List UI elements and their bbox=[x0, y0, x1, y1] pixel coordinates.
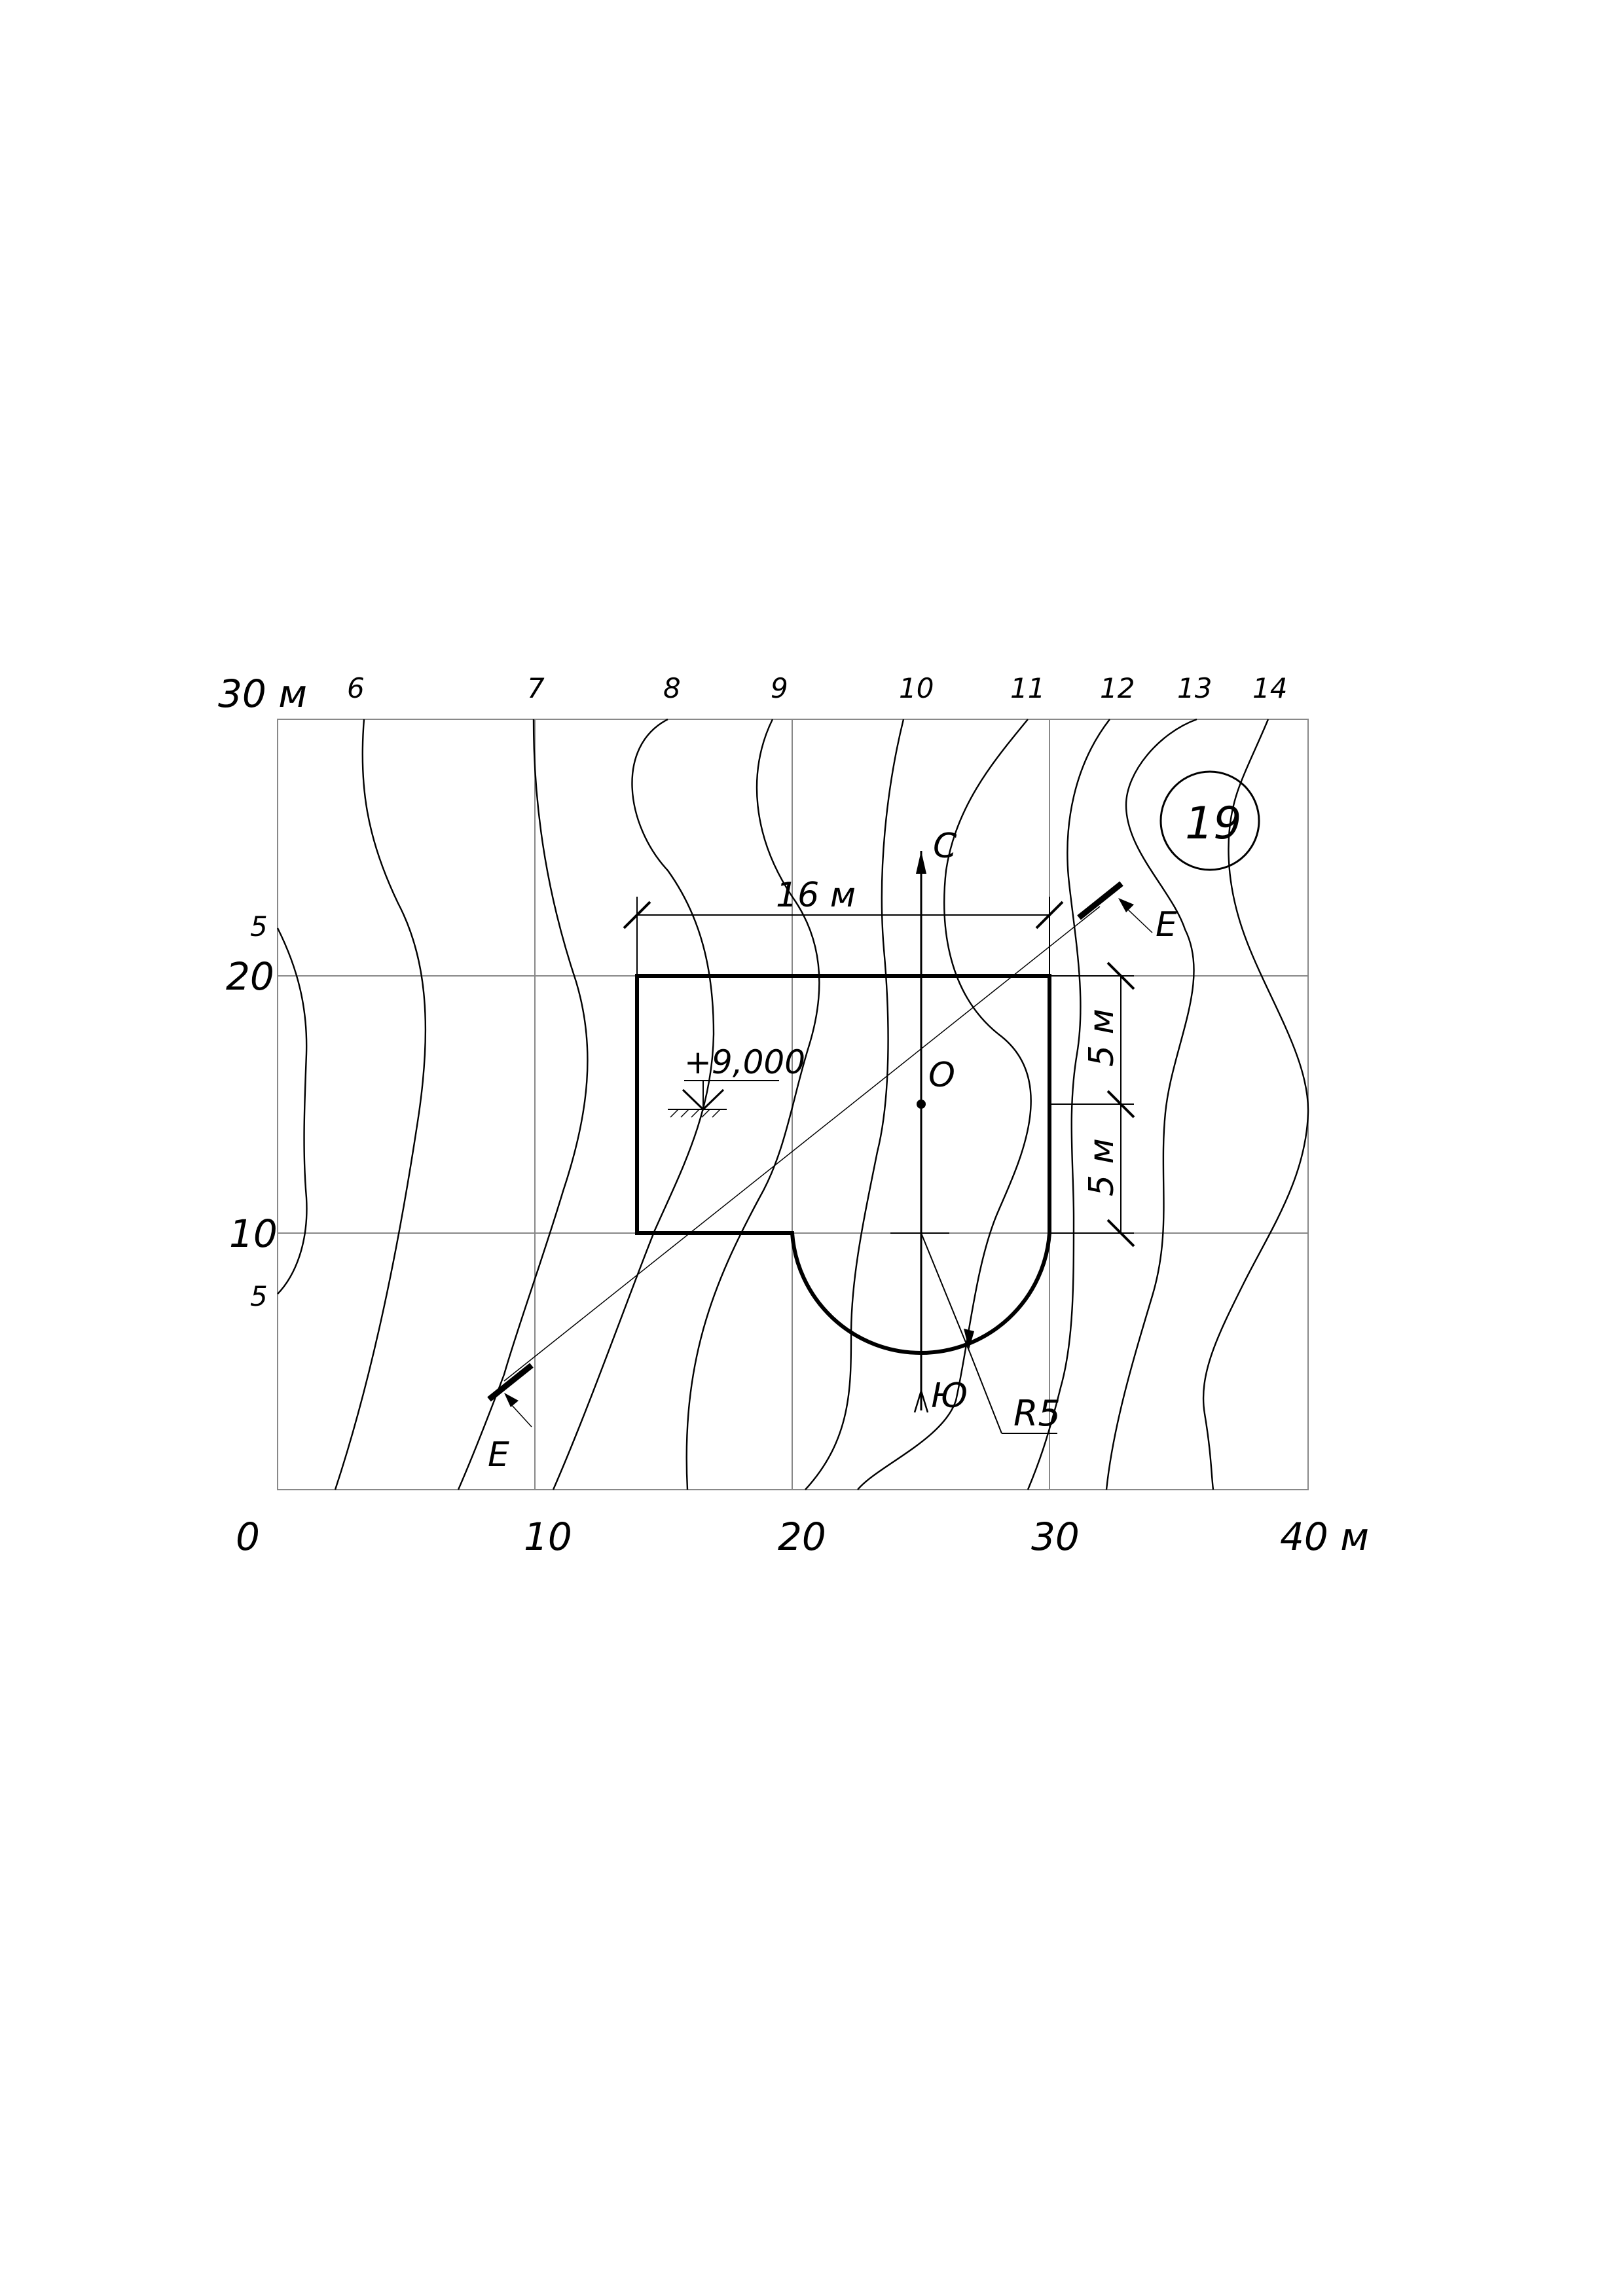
contour-label-6: 6 bbox=[347, 672, 365, 704]
variant-circle bbox=[1159, 770, 1260, 871]
x-tick-label-20: 20 bbox=[778, 1515, 826, 1559]
center-point bbox=[917, 1100, 926, 1109]
north-south-axis bbox=[913, 851, 929, 1413]
y-tick-label-10: 10 bbox=[229, 1211, 278, 1256]
section-thin-line bbox=[503, 906, 1101, 1382]
section-arrow-start-head bbox=[504, 1393, 519, 1407]
contour-line-14 bbox=[1202, 719, 1309, 1490]
contour-lines bbox=[276, 718, 1309, 1490]
dimension-width-label: 16 м bbox=[776, 876, 856, 915]
section-mark-start bbox=[487, 1363, 534, 1402]
contour-label-10: 10 bbox=[899, 672, 934, 704]
section-arrow-end-shaft bbox=[1125, 907, 1153, 933]
dim-vert-tick-bottom bbox=[1106, 1219, 1135, 1247]
contour-line-8 bbox=[552, 718, 715, 1490]
contour-line-10 bbox=[805, 719, 905, 1490]
dimension-upper-label: 5 м bbox=[1082, 1009, 1122, 1067]
center-label: O bbox=[928, 1056, 955, 1095]
contour-label-9: 9 bbox=[771, 672, 788, 704]
south-label: Ю bbox=[931, 1376, 968, 1416]
contour-label-11: 11 bbox=[1010, 672, 1045, 704]
x-tick-label-0: 0 bbox=[236, 1515, 260, 1559]
contour-label-12: 12 bbox=[1100, 672, 1135, 704]
north-arrow-head bbox=[916, 851, 926, 874]
contour-labels: 6 7 8 9 10 11 12 13 14 5 5 bbox=[250, 672, 1287, 1312]
axis-labels: 0 10 20 30 40 м 10 20 30 м bbox=[218, 672, 1369, 1559]
contour-label-8: 8 bbox=[663, 672, 681, 704]
radius-leader-line-2 bbox=[970, 1353, 1002, 1434]
variant-number: 19 bbox=[1185, 798, 1242, 850]
elevation-label: +9,000 bbox=[684, 1043, 805, 1081]
section-line-e bbox=[487, 881, 1153, 1427]
contour-label-13: 13 bbox=[1177, 672, 1212, 704]
section-label-end: Е bbox=[1156, 905, 1177, 944]
contour-label-left-upper: 5 bbox=[250, 910, 268, 942]
y-tick-label-30: 30 м bbox=[218, 672, 307, 716]
contour-line-6 bbox=[334, 719, 427, 1490]
radius-leader-line bbox=[921, 1232, 971, 1354]
dimension-width bbox=[623, 897, 1064, 976]
contour-line-9 bbox=[685, 719, 820, 1490]
contour-line-13 bbox=[1105, 718, 1197, 1490]
contour-label-14: 14 bbox=[1252, 672, 1287, 704]
x-tick-label-10: 10 bbox=[524, 1515, 572, 1559]
dimension-lower-label: 5 м bbox=[1082, 1138, 1122, 1196]
building-outline bbox=[635, 974, 1051, 1355]
section-mark-end bbox=[1077, 881, 1123, 920]
dim-vert-tick-top bbox=[1106, 961, 1135, 990]
y-tick-label-20: 20 bbox=[226, 954, 274, 999]
annotations: 19 16 м 5 м 5 м +9,000 O С Ю R5 Е Е bbox=[488, 798, 1242, 1475]
contour-line-5 bbox=[276, 927, 308, 1295]
dim-width-tick-right bbox=[1035, 901, 1064, 929]
x-tick-label-40: 40 м bbox=[1280, 1515, 1369, 1559]
section-arrow-start-shaft bbox=[510, 1403, 532, 1427]
section-label-start: Е bbox=[488, 1435, 509, 1475]
x-tick-label-30: 30 bbox=[1031, 1515, 1080, 1559]
section-arrow-end-head bbox=[1118, 898, 1134, 912]
radius-label: R5 bbox=[1013, 1393, 1061, 1434]
grid bbox=[277, 719, 1309, 1490]
radius-arrow-head bbox=[964, 1329, 974, 1350]
radius-leader bbox=[890, 1232, 1057, 1434]
contour-label-left-lower: 5 bbox=[250, 1280, 268, 1312]
south-arrow-tail bbox=[913, 1388, 929, 1413]
contour-label-7: 7 bbox=[527, 672, 545, 704]
north-label: С bbox=[933, 827, 957, 866]
elevation-mark bbox=[668, 1080, 779, 1118]
dimension-vertical bbox=[1049, 961, 1135, 1247]
dim-vert-tick-mid bbox=[1106, 1090, 1135, 1119]
contour-line-11 bbox=[857, 719, 1032, 1490]
elevation-hatch bbox=[670, 1109, 721, 1118]
dim-width-tick-left bbox=[623, 901, 651, 929]
contour-line-12 bbox=[1027, 719, 1110, 1490]
